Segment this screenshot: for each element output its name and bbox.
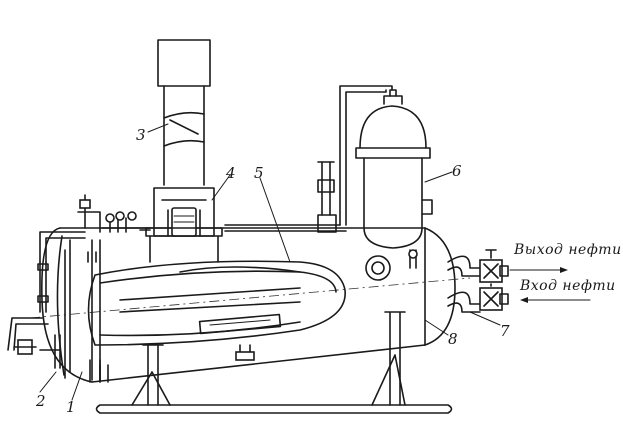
burner-box bbox=[145, 187, 223, 263]
label-1: 1 bbox=[66, 398, 76, 416]
flow-arrows bbox=[509, 267, 591, 303]
separator-vessel bbox=[355, 89, 433, 269]
label-2: 2 bbox=[35, 392, 46, 410]
chimney bbox=[157, 39, 211, 186]
oil-nozzles bbox=[447, 249, 509, 313]
vertical-rod bbox=[317, 161, 337, 233]
label-8: 8 bbox=[448, 330, 458, 348]
label-5: 5 bbox=[254, 164, 264, 182]
base-skid bbox=[95, 311, 453, 414]
caption-oil-in: Вход нефти bbox=[519, 278, 616, 294]
top-fittings bbox=[77, 194, 151, 233]
porthole-inner bbox=[371, 261, 385, 275]
caption-oil-out: Выход нефти bbox=[513, 242, 622, 258]
label-4: 4 bbox=[225, 164, 236, 182]
gas-line bbox=[224, 85, 393, 232]
leader-lines bbox=[39, 123, 501, 401]
front-door bbox=[64, 239, 101, 383]
left-piping bbox=[7, 231, 86, 369]
label-6: 6 bbox=[452, 162, 462, 180]
bottom-fittings bbox=[99, 344, 255, 383]
label-7: 7 bbox=[500, 322, 510, 340]
label-3: 3 bbox=[136, 126, 146, 144]
fire-tube bbox=[87, 260, 346, 346]
porthole bbox=[365, 255, 391, 281]
